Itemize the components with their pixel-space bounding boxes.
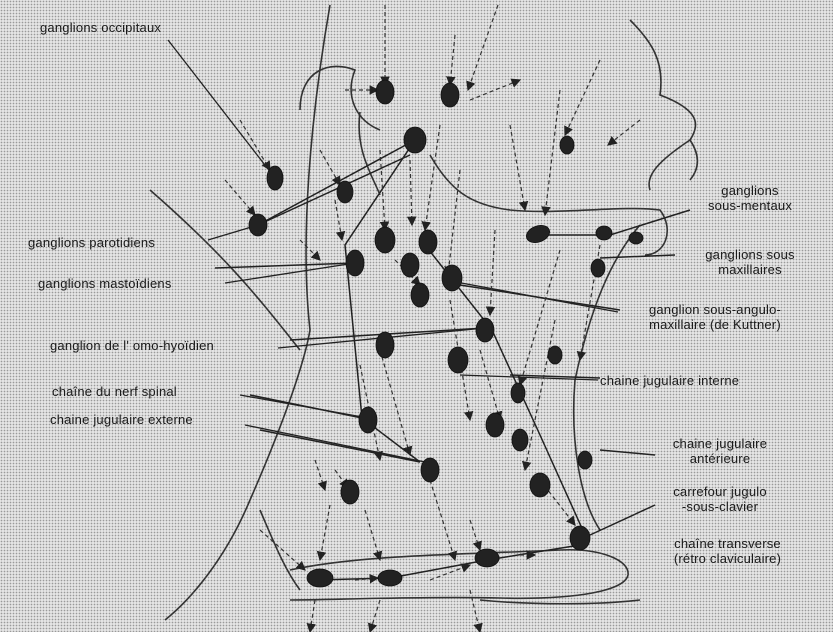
lymph-nodes xyxy=(249,80,643,587)
label-jugulaire-anterieure-line1: chaine jugulaire xyxy=(640,436,800,451)
label-chaine-jugulaire-anterieure: chaine jugulaire antérieure xyxy=(640,436,800,466)
label-sous-mentaux-line2: sous-mentaux xyxy=(690,198,810,213)
label-sous-angulo-line2: maxillaire (de Kuttner) xyxy=(615,317,815,332)
label-ganglions-mastoidiens: ganglions mastoïdiens xyxy=(38,276,172,291)
label-ganglion-sous-angulo-maxillaire: ganglion sous-angulo- maxillaire (de Kut… xyxy=(615,302,815,332)
label-transverse-line1: chaîne transverse xyxy=(640,536,815,551)
label-carrefour-line1: carrefour jugulo xyxy=(640,484,800,499)
label-sous-angulo-line1: ganglion sous-angulo- xyxy=(615,302,815,317)
label-chaine-transverse: chaîne transverse (rétro claviculaire) xyxy=(640,536,815,566)
label-transverse-line2: (rétro claviculaire) xyxy=(640,551,815,566)
label-ganglions-sous-mentaux: ganglions sous-mentaux xyxy=(690,183,810,213)
label-ganglions-occipitaux: ganglions occipitaux xyxy=(40,20,161,35)
label-ganglions-sous-maxillaires: ganglions sous maxillaires xyxy=(675,247,825,277)
label-chaine-jugulaire-interne: chaine jugulaire interne xyxy=(600,373,739,388)
label-jugulaire-anterieure-line2: antérieure xyxy=(640,451,800,466)
label-chaine-nerf-spinal: chaîne du nerf spinal xyxy=(52,384,177,399)
label-carrefour-jugulo-sous-clavier: carrefour jugulo -sous-clavier xyxy=(640,484,800,514)
label-sous-maxillaires-line1: ganglions sous xyxy=(675,247,825,262)
label-carrefour-line2: -sous-clavier xyxy=(640,499,800,514)
label-sous-mentaux-line1: ganglions xyxy=(690,183,810,198)
label-ganglions-parotidiens: ganglions parotidiens xyxy=(28,235,155,250)
label-sous-maxillaires-line2: maxillaires xyxy=(675,262,825,277)
label-ganglion-omo-hyoidien: ganglion de l' omo-hyoïdien xyxy=(50,338,214,353)
leader-lines xyxy=(168,40,618,462)
label-chaine-jugulaire-externe: chaine jugulaire externe xyxy=(50,412,193,427)
